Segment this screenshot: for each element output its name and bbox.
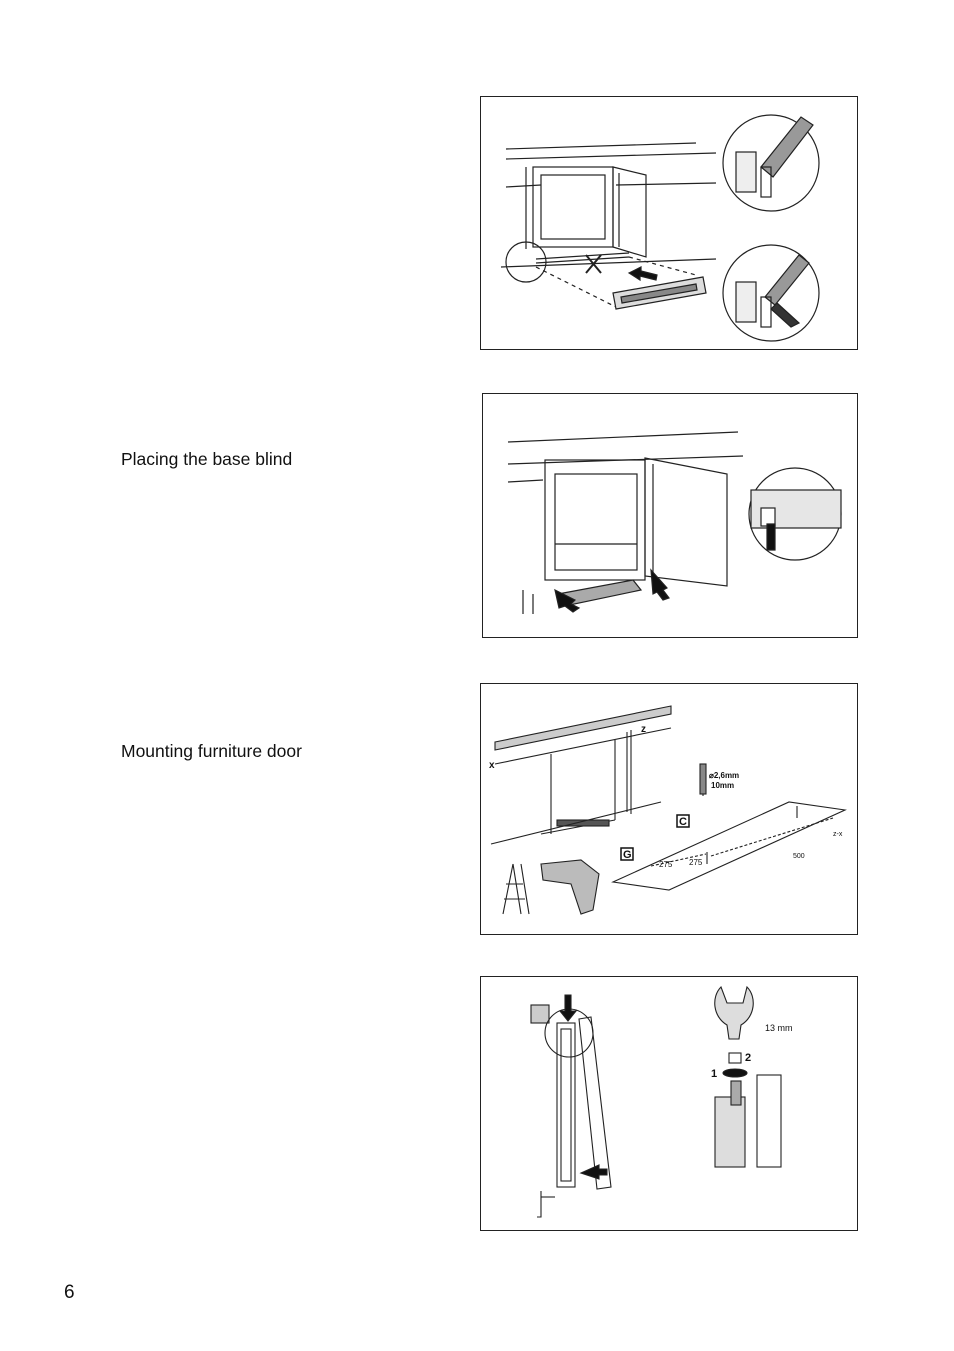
mounting-door-illustration: x z ⌀2,6mm 10mm C G 275 275 500 z-x: [489, 705, 847, 915]
step-2: 2: [745, 1052, 751, 1064]
dim-275-b: 275: [689, 858, 703, 867]
dim-zx: z-x: [833, 831, 843, 838]
screw-spec-diameter: ⌀2,6mm: [709, 771, 739, 780]
caption-furniture-door: Mounting furniture door: [121, 741, 302, 761]
figure-adjust-door: 13 mm 2 1: [480, 976, 858, 1231]
base-blind-illustration: [507, 431, 842, 614]
figure-base-blind: [482, 393, 858, 638]
plinth-fitting-illustration: [500, 114, 820, 342]
dim-275-a: 275: [659, 860, 673, 869]
wrench-size: 13 mm: [765, 1023, 793, 1033]
adjust-door-illustration: 13 mm 2 1: [530, 985, 793, 1218]
figure-mounting-door: x z ⌀2,6mm 10mm C G 275 275 500 z-x: [480, 683, 858, 935]
figure-plinth-fitting: [480, 96, 858, 350]
screw-spec-length: 10mm: [711, 781, 734, 790]
step-1: 1: [711, 1068, 717, 1080]
label-z: z: [641, 724, 646, 735]
label-x: x: [489, 760, 495, 771]
label-c: C: [679, 816, 687, 828]
caption-base-blind: Placing the base blind: [121, 449, 293, 469]
page-number: 6: [64, 1282, 75, 1303]
dim-500: 500: [793, 853, 805, 860]
label-g: G: [623, 849, 632, 861]
